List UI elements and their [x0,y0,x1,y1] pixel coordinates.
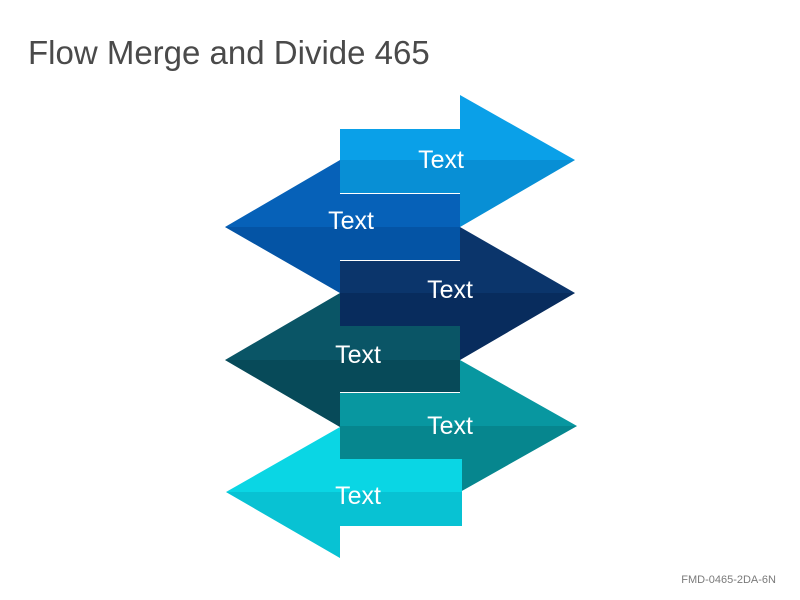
arrow-6-left: Text [226,427,462,558]
arrow-2-left: Text [225,160,460,293]
arrow-3-right: Text [340,227,575,360]
arrow-shading [340,293,575,360]
arrow-shading [225,360,460,427]
arrow-shading [225,227,460,293]
footer-code: FMD-0465-2DA-6N [681,574,776,586]
page-title: Flow Merge and Divide 465 [28,34,430,71]
arrow-label: Text [427,276,473,304]
arrow-label: Text [328,207,374,235]
arrow-label: Text [335,482,381,510]
arrow-shading [226,492,462,558]
arrow-label: Text [335,341,381,369]
arrow-4-left: Text [225,293,460,427]
arrow-shading [340,160,575,227]
arrow-label: Text [418,146,464,174]
arrow-1-right: Text [340,95,575,227]
arrow-label: Text [427,412,473,440]
